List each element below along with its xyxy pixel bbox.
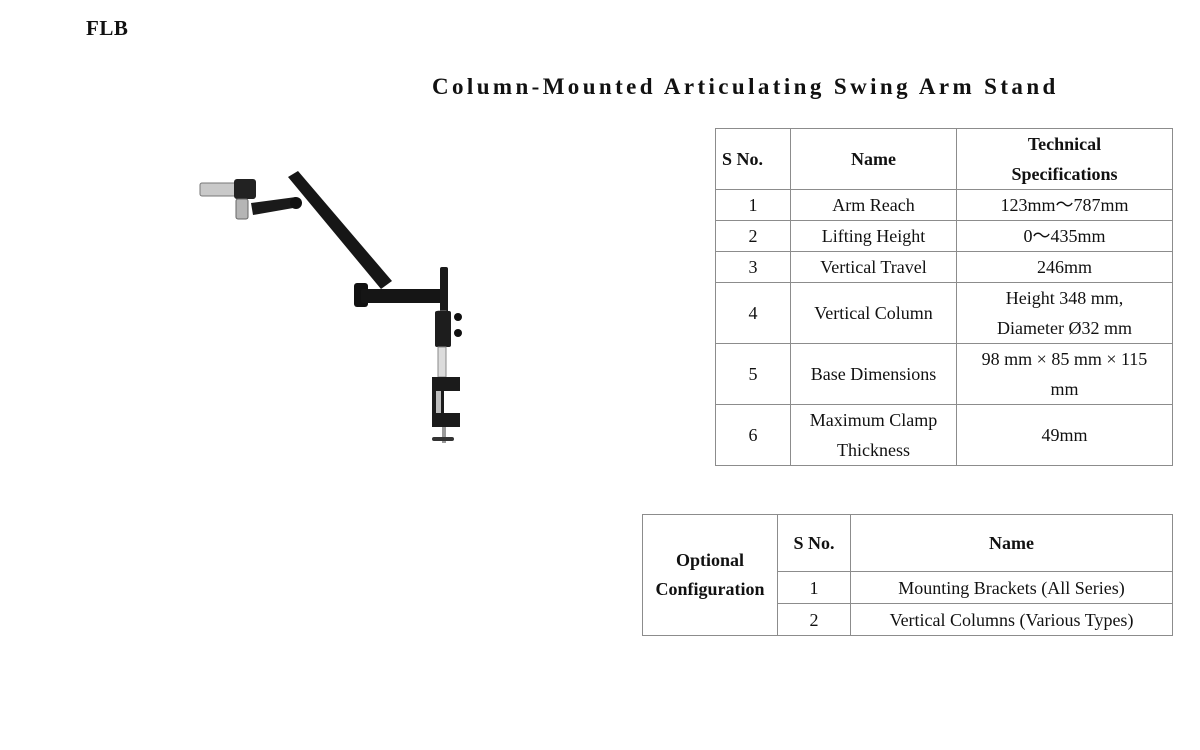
table-row: 3 Vertical Travel 246mm <box>715 251 1173 283</box>
horizontal-arm <box>361 289 445 303</box>
optional-configuration-table: Optional Configuration S No. Name 1 Moun… <box>642 514 1173 636</box>
c-clamp <box>432 377 460 427</box>
table-row: 4 Vertical Column Height 348 mm, Diamete… <box>715 282 1173 344</box>
table-row: 1 Mounting Brackets (All Series) <box>643 571 1173 604</box>
long-arm <box>288 171 392 289</box>
swing-arm-stand-illustration <box>199 171 462 443</box>
header-technical-specifications: Technical Specifications <box>956 128 1173 190</box>
holder-knob <box>235 198 249 220</box>
table-row: 2 Vertical Columns (Various Types) <box>643 603 1173 636</box>
table-header-row: Optional Configuration S No. Name <box>642 514 1173 636</box>
clamp-screw-handle <box>432 437 454 441</box>
model-code: FLB <box>86 16 129 40</box>
header-sno: S No. <box>715 128 791 190</box>
table-header-row: S No. Name Technical Specifications <box>715 128 1173 190</box>
table-row: 2 Lifting Height 0～435mm <box>715 220 1173 252</box>
table-row: 6 Maximum Clamp Thickness 49mm <box>715 404 1173 466</box>
header-name: Name <box>850 514 1173 572</box>
header-name: Name <box>790 128 957 190</box>
short-arm <box>251 197 299 215</box>
column-collar <box>435 311 451 347</box>
technical-specifications-table: S No. Name Technical Specifications 1 Ar… <box>715 128 1173 466</box>
header-sno: S No. <box>777 514 851 572</box>
optional-configuration-label: Optional Configuration <box>642 514 778 636</box>
table-row: 5 Base Dimensions 98 mm × 85 mm × 115 mm <box>715 343 1173 405</box>
page-title: Column-Mounted Articulating Swing Arm St… <box>432 74 1059 99</box>
table-row: 1 Arm Reach 123mm～787mm <box>715 189 1173 221</box>
